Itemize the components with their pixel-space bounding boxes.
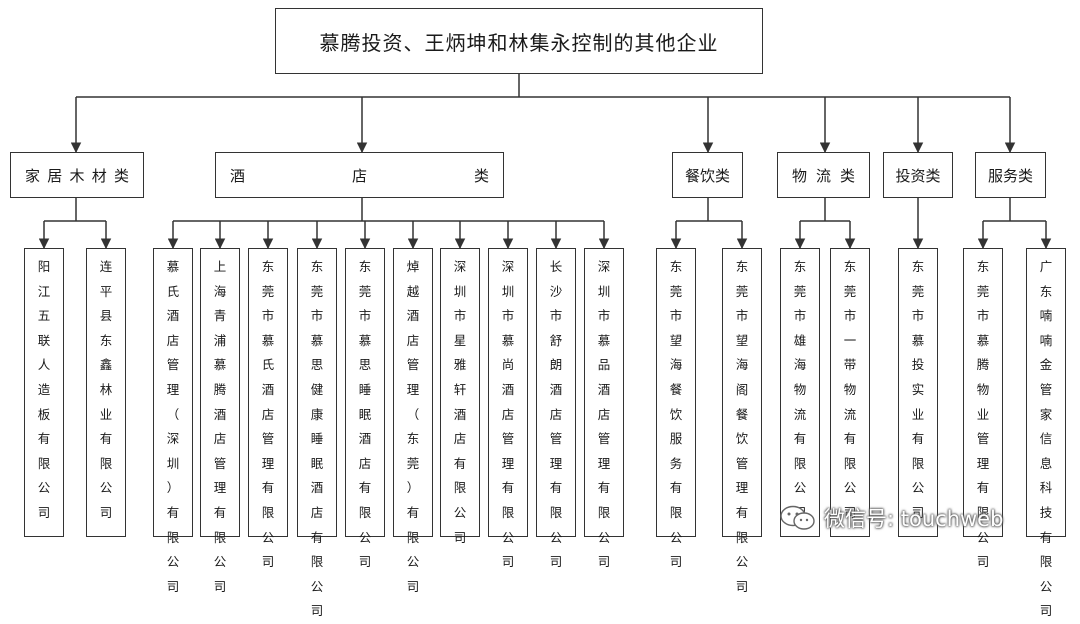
company-node: 东莞市慕思健康睡眠酒店有限公司: [297, 248, 337, 618]
org-chart-lines: [38, 74, 1052, 250]
company-node: 东莞市望海餐饮服务有限公司: [656, 248, 696, 569]
company-name: 连平县东鑫林业有限公司: [99, 259, 113, 520]
category-label-char: 物: [792, 166, 808, 185]
company-node: 深圳市慕尚酒店管理有限公司: [488, 248, 528, 569]
company-node: 连平县东鑫林业有限公司: [86, 248, 126, 537]
category-label-char: 流: [815, 166, 831, 185]
company-name: 阳江五联人造板有限公司: [37, 259, 51, 520]
company-name: 东莞市慕思健康睡眠酒店有限公司: [310, 259, 324, 619]
company-node: 上海青浦慕腾酒店管理有限公司: [200, 248, 240, 594]
category-label-char: 木: [69, 166, 85, 185]
company-name: 东莞市慕思睡眠酒店有限公司: [358, 259, 372, 570]
root-node-label: 慕腾投资、王炳坤和林集永控制的其他企业: [319, 30, 719, 55]
company-name: 深圳市慕尚酒店管理有限公司: [501, 259, 515, 570]
category-label-char: 类: [473, 166, 489, 185]
company-node: 焯越酒店管理（东莞）有限公司: [393, 248, 433, 594]
company-node: 阳江五联人造板有限公司: [24, 248, 64, 537]
company-node: 东莞市慕思睡眠酒店有限公司: [345, 248, 385, 569]
company-name: 焯越酒店管理（东莞）有限公司: [406, 259, 420, 594]
category-label: 餐饮类: [684, 166, 730, 185]
company-name: 东莞市慕氏酒店管理有限公司: [261, 259, 275, 570]
company-node: 长沙市舒朗酒店管理有限公司: [536, 248, 576, 569]
company-node: 深圳市慕品酒店管理有限公司: [584, 248, 624, 569]
company-node: 东莞市慕投实业有限公司: [898, 248, 938, 537]
category-catering: 餐饮类: [672, 152, 743, 198]
category-label-char: 材: [91, 166, 107, 185]
category-service: 服务类: [975, 152, 1046, 198]
company-node: 深圳市星雅轩酒店有限公司: [440, 248, 480, 545]
company-name: 东莞市慕腾物业管理有限公司: [976, 259, 990, 570]
company-name: 上海青浦慕腾酒店管理有限公司: [213, 259, 227, 594]
category-label: 服务类: [987, 166, 1033, 185]
company-node: 东莞市慕腾物业管理有限公司: [963, 248, 1003, 569]
category-label-char: 店: [351, 166, 367, 185]
company-name: 深圳市星雅轩酒店有限公司: [453, 259, 467, 545]
category-label-char: 家: [25, 166, 41, 185]
company-node: 广东喃喃金管家信息科技有限公司: [1026, 248, 1066, 618]
company-name: 慕氏酒店管理（深圳）有限公司: [166, 259, 180, 594]
company-name: 长沙市舒朗酒店管理有限公司: [549, 259, 563, 570]
company-name: 东莞市雄海物流有限公司: [793, 259, 807, 520]
company-node: 东莞市雄海物流有限公司: [780, 248, 820, 537]
category-label-char: 类: [113, 166, 129, 185]
category-label-char: 居: [47, 166, 63, 185]
category-label: 酒店类: [230, 165, 489, 186]
category-label: 物流类: [792, 165, 855, 186]
category-label: 家居木材类: [25, 165, 129, 186]
category-label-char: 类: [839, 166, 855, 185]
category-hotel: 酒店类: [215, 152, 504, 198]
company-name: 东莞市慕投实业有限公司: [911, 259, 925, 520]
company-name: 东莞市望海餐饮服务有限公司: [669, 259, 683, 570]
company-node: 东莞市望海阁餐饮管理有限公司: [722, 248, 762, 594]
company-node: 慕氏酒店管理（深圳）有限公司: [153, 248, 193, 594]
category-logistics: 物流类: [777, 152, 870, 198]
company-node: 东莞市慕氏酒店管理有限公司: [248, 248, 288, 569]
root-node: 慕腾投资、王炳坤和林集永控制的其他企业: [275, 8, 763, 74]
company-name: 东莞市望海阁餐饮管理有限公司: [735, 259, 749, 594]
category-investment: 投资类: [883, 152, 953, 198]
category-label-char: 酒: [230, 166, 246, 185]
company-name: 广东喃喃金管家信息科技有限公司: [1039, 259, 1053, 619]
company-name: 东莞市一带物流有限公司: [843, 259, 857, 520]
category-label: 投资类: [895, 166, 941, 185]
company-name: 深圳市慕品酒店管理有限公司: [597, 259, 611, 570]
category-furniture: 家居木材类: [10, 152, 144, 198]
company-node: 东莞市一带物流有限公司: [830, 248, 870, 537]
